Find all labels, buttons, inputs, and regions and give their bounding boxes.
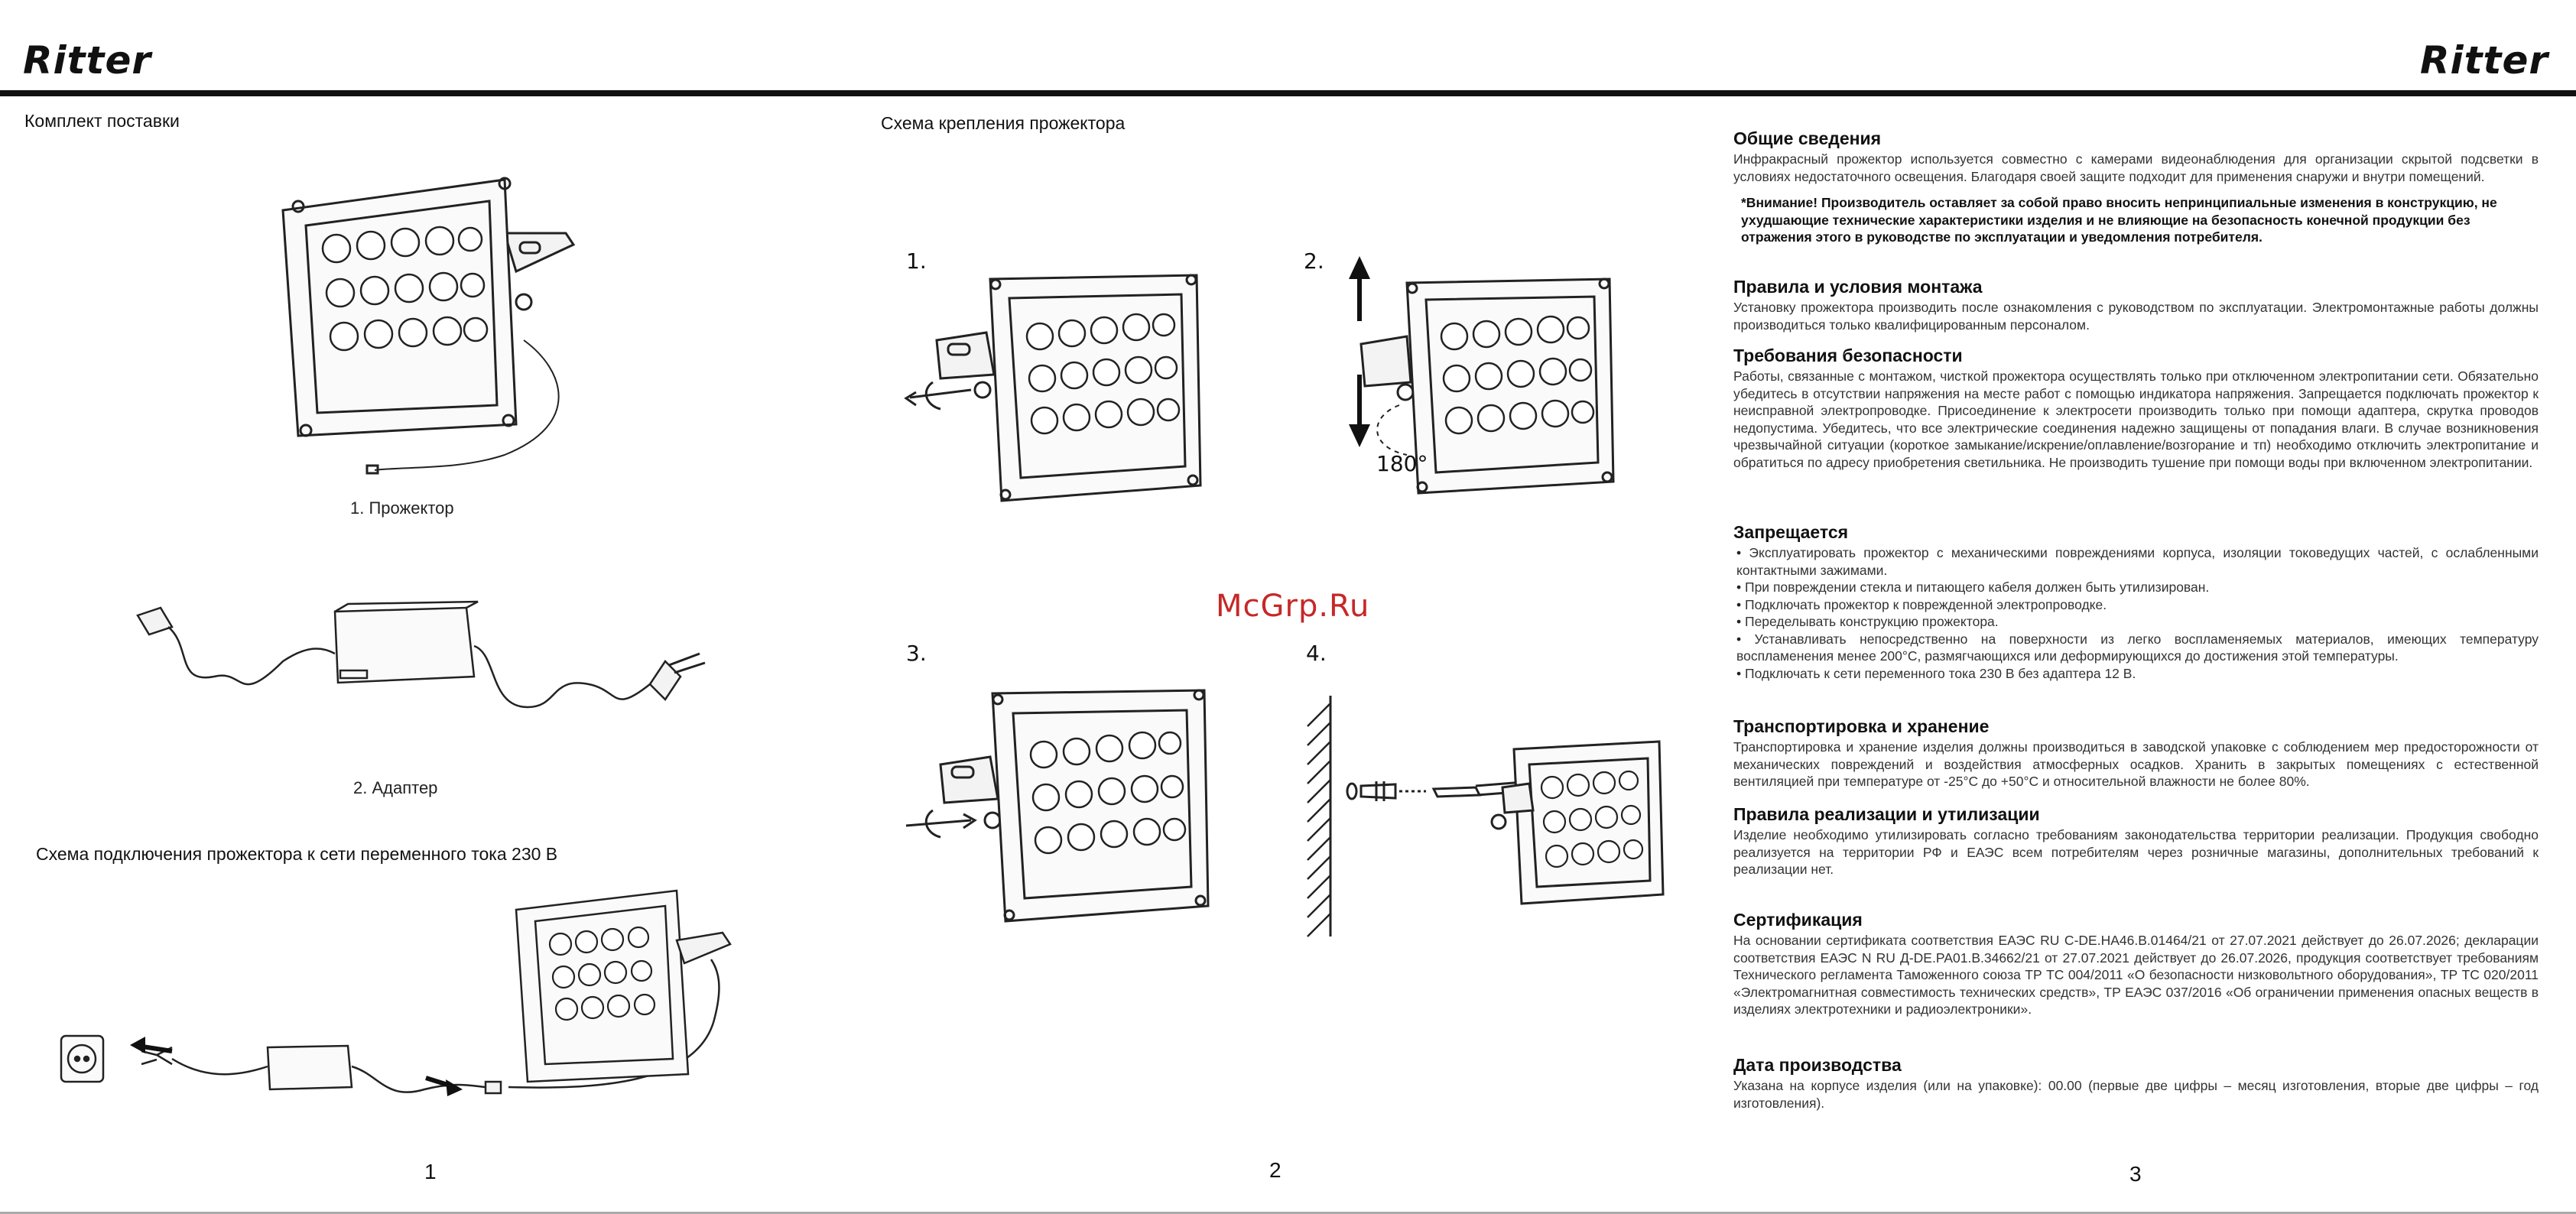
page-number-1: 1 [424, 1160, 437, 1183]
transport-text: Транспортировка и хранение изделия должн… [1733, 739, 2539, 789]
mount-step-3-illustration [905, 689, 1210, 923]
disposal-text: Изделие необходимо утилизировать согласн… [1733, 827, 2539, 877]
page-number-2: 2 [1269, 1158, 1282, 1182]
certification-heading: Сертификация [1733, 910, 1863, 930]
kit-title: Комплект поставки [24, 111, 180, 131]
section-certification: Сертификация На основании сертификата со… [1733, 910, 2539, 1018]
adapter-caption: 2. Адаптер [353, 778, 438, 797]
production-date-heading: Дата производства [1733, 1055, 1902, 1075]
section-mounting: Правила и условия монтажа Установку прож… [1733, 277, 2539, 333]
forbidden-item: Эксплуатировать прожектор с механическим… [1733, 544, 2539, 579]
mount-step-1-illustration [904, 274, 1202, 502]
forbidden-heading: Запрещается [1733, 522, 1849, 542]
section-production-date: Дата производства Указана на корпусе изд… [1733, 1055, 2539, 1112]
connection-title: Схема подключения прожектора к сети пере… [36, 844, 558, 864]
general-text: Инфракрасный прожектор используется совм… [1733, 151, 2539, 184]
forbidden-item: Переделывать конструкцию прожектора. [1733, 613, 2539, 631]
certification-text: На основании сертификата соответствия ЕА… [1733, 933, 2539, 1017]
step-4-label: 4. [1306, 641, 1327, 666]
section-transport: Транспортировка и хранение Транспортиров… [1733, 716, 2539, 790]
production-date-text: Указана на корпусе изделия (или на упако… [1733, 1078, 2539, 1111]
forbidden-list: Эксплуатировать прожектор с механическим… [1733, 544, 2539, 682]
bottom-rule [0, 1212, 2576, 1214]
transport-heading: Транспортировка и хранение [1733, 716, 1990, 736]
mount-title: Схема крепления прожектора [881, 113, 1126, 133]
brand-logo-right: Ritter [2420, 38, 2549, 83]
brand-logo-left: Ritter [23, 38, 152, 83]
connection-diagram [60, 889, 732, 1096]
section-safety: Требования безопасности Работы, связанны… [1733, 346, 2539, 471]
mount-step-4-illustration [1307, 696, 1665, 937]
forbidden-item: При повреждении стекла и питающего кабел… [1733, 579, 2539, 596]
section-forbidden: Запрещается Эксплуатировать прожектор с … [1733, 522, 2539, 682]
page-number-3: 3 [2129, 1162, 2142, 1186]
forbidden-item: Подключать прожектор к поврежденной элек… [1733, 596, 2539, 614]
projector-illustration [281, 177, 576, 475]
step-1-label: 1. [906, 248, 927, 274]
forbidden-item: Устанавливать непосредственно на поверхн… [1733, 631, 2539, 665]
mount-step-2-illustration [1349, 256, 1615, 495]
projector-caption: 1. Прожектор [350, 498, 454, 518]
forbidden-item: Подключать к сети переменного тока 230 В… [1733, 665, 2539, 683]
section-general: Общие сведения Инфракрасный прожектор ис… [1733, 128, 2539, 246]
step-2-label: 2. [1304, 248, 1324, 274]
notice-text: *Внимание! Производитель оставляет за со… [1741, 195, 2497, 245]
header-rule [0, 90, 2576, 96]
watermark: McGrp.Ru [1216, 589, 1370, 624]
safety-text: Работы, связанные с монтажом, чисткой пр… [1733, 368, 2539, 470]
step-3-label: 3. [906, 641, 927, 666]
adapter-illustration [136, 600, 706, 709]
general-heading: Общие сведения [1733, 128, 1882, 148]
safety-heading: Требования безопасности [1733, 346, 1963, 365]
section-disposal: Правила реализации и утилизации Изделие … [1733, 804, 2539, 878]
mounting-text: Установку прожектора производить после о… [1733, 300, 2539, 333]
disposal-heading: Правила реализации и утилизации [1733, 804, 2040, 824]
angle-label: 180° [1376, 451, 1428, 476]
mounting-heading: Правила и условия монтажа [1733, 277, 1983, 297]
